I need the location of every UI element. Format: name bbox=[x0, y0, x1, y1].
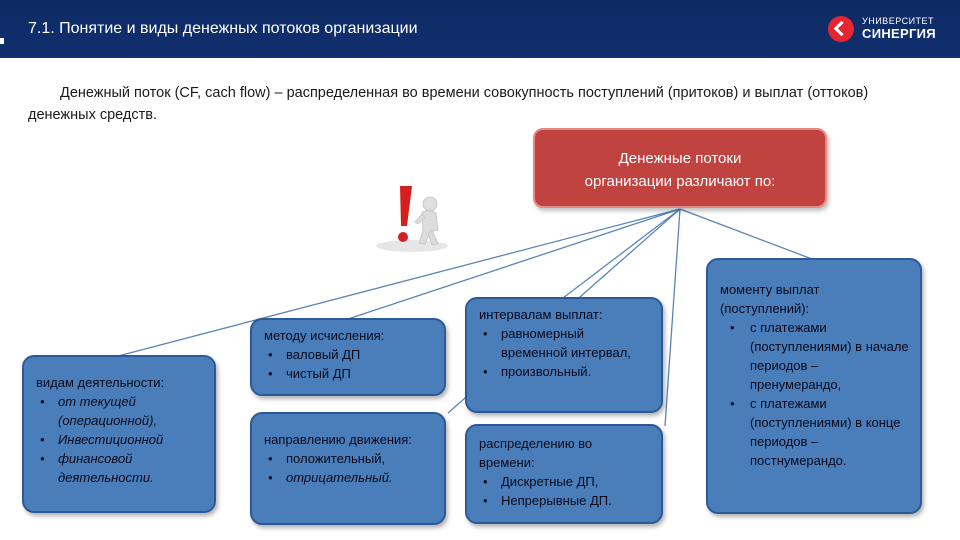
slide-title: 7.1. Понятие и виды денежных потоков орг… bbox=[28, 20, 418, 37]
classification-line2: организации различают по: bbox=[584, 173, 776, 190]
connector-moment bbox=[679, 208, 813, 260]
list-item: равномерный временной интервал, bbox=[479, 324, 651, 362]
list-item: с платежами (поступлениями) в конце пери… bbox=[720, 394, 910, 470]
list-item: положительный, bbox=[264, 449, 434, 468]
definition-text: Денежный поток (CF, cach flow) – распред… bbox=[28, 85, 869, 123]
box-by-activity: видам деятельности: от текущей (операцио… bbox=[22, 355, 216, 513]
connector-intervals bbox=[562, 208, 681, 299]
list-item: отрицательный. bbox=[264, 468, 434, 487]
person-with-exclamation-icon bbox=[376, 186, 448, 252]
box-title: видам деятельности: bbox=[36, 375, 165, 390]
synergy-logo-icon: УНИВЕРСИТЕТ СИНЕРГИЯ bbox=[828, 14, 948, 44]
box-title: направлению движения: bbox=[264, 432, 412, 447]
list-item: чистый ДП bbox=[264, 364, 434, 383]
box-title: интервалам выплат: bbox=[479, 307, 603, 322]
list-item: валовый ДП bbox=[264, 345, 434, 364]
box-by-direction: направлению движения: положительный, отр… bbox=[250, 412, 446, 525]
classification-line1: Денежные потоки bbox=[618, 150, 742, 167]
box-by-time-distribution: распределению во времени: Дискретные ДП,… bbox=[465, 424, 663, 524]
classification-header-box: Денежные потоки организации различают по… bbox=[533, 128, 827, 208]
list-item: от текущей (операционной), bbox=[36, 392, 204, 430]
connector-time bbox=[664, 208, 681, 427]
list-item: Дискретные ДП, bbox=[479, 472, 651, 491]
slide-marker bbox=[0, 38, 4, 44]
box-by-calculation-method: методу исчисления: валовый ДП чистый ДП bbox=[250, 318, 446, 396]
list-item: финансовой деятельности. bbox=[36, 449, 204, 487]
list-item: произвольный. bbox=[479, 362, 651, 381]
box-title: моменту выплат (поступлений): bbox=[720, 282, 820, 316]
header-bar: 7.1. Понятие и виды денежных потоков орг… bbox=[0, 0, 960, 58]
list-item: Инвестиционной bbox=[36, 430, 204, 449]
list-item: с платежами (поступлениями) в начале пер… bbox=[720, 318, 910, 394]
list-item: Непрерывные ДП. bbox=[479, 491, 651, 510]
box-by-payment-moment: моменту выплат (поступлений): с платежам… bbox=[706, 258, 922, 514]
logo-text-line2: СИНЕРГИЯ bbox=[862, 26, 936, 41]
logo-mark bbox=[828, 16, 854, 42]
box-by-payment-intervals: интервалам выплат: равномерный временной… bbox=[465, 297, 663, 413]
logo-text-line1: УНИВЕРСИТЕТ bbox=[862, 16, 935, 26]
box-title: методу исчисления: bbox=[264, 328, 385, 343]
box-title: распределению во времени: bbox=[479, 436, 593, 470]
